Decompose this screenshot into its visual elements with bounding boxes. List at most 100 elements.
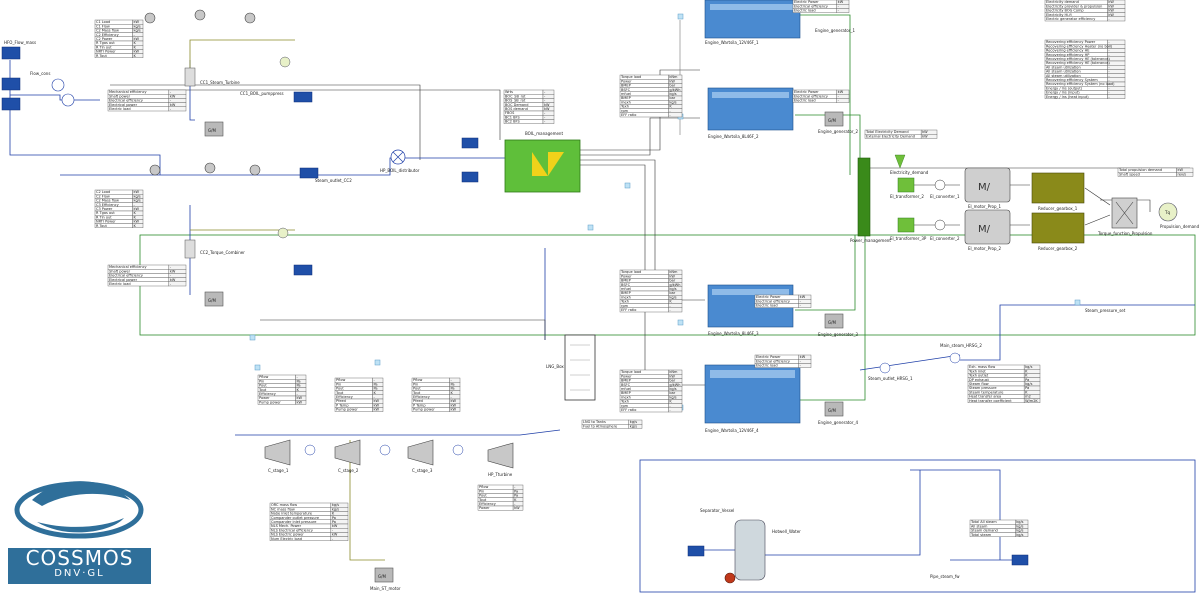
table-row-unit: bar — [669, 291, 675, 295]
sensor-3[interactable] — [677, 319, 684, 326]
sensor-5[interactable] — [624, 182, 631, 189]
engine-1[interactable]: Engine_Wartsila_12V46F_1 — [704, 0, 801, 45]
engine-4[interactable]: Engine_Wartsila_12V46F_4 — [704, 364, 801, 433]
sensor-6[interactable] — [587, 224, 594, 231]
gen-4-gm-icon[interactable] — [824, 401, 844, 417]
engine-3-head — [712, 289, 789, 295]
orc-cooler-2-icon[interactable] — [379, 444, 391, 456]
cc1-turbine-icon[interactable] — [279, 56, 291, 68]
hp-inlet-top[interactable] — [461, 137, 479, 149]
engine-2-label: Engine_Wartsila_8L46F_2 — [708, 134, 759, 139]
cc2-turbine-icon[interactable] — [277, 227, 289, 239]
burner-icon[interactable] — [724, 572, 736, 584]
table-row-unit: K — [133, 224, 136, 228]
elec-demand-icon[interactable] — [894, 154, 906, 169]
st-gm-icon[interactable] — [374, 567, 394, 583]
hp-distributor: HP_BOIL_distributor — [380, 137, 479, 183]
orc-main — [235, 429, 561, 436]
sensor-7[interactable] — [254, 364, 261, 371]
pipe-network — [9, 14, 1196, 593]
table-unit-cell — [168, 281, 187, 287]
converter-1-icon[interactable] — [934, 179, 946, 191]
table-row-unit: bar — [669, 391, 675, 395]
power-management-bus[interactable] — [857, 157, 871, 237]
propulsion-icon[interactable] — [1158, 202, 1178, 222]
sensor-10[interactable] — [1074, 299, 1081, 306]
feedwater-outlet[interactable] — [1011, 554, 1029, 566]
hfo-inlet-3[interactable] — [1, 97, 21, 111]
st-gm-text: G/M — [378, 574, 386, 579]
table-row-unit: kW — [1108, 9, 1114, 13]
cc1-boil-inlet[interactable] — [293, 91, 313, 103]
vessel-inlet[interactable] — [687, 545, 705, 557]
table-row-label: Texh — [620, 300, 629, 304]
boiler-management-box[interactable] — [504, 139, 581, 193]
table-row-label: Electric load — [756, 364, 778, 368]
cc2-shaft-icon[interactable] — [184, 239, 196, 259]
table-row-label: Total propulsion demand — [1118, 168, 1162, 172]
table-row-unit: - — [1108, 49, 1110, 53]
hrsg-link — [859, 354, 961, 371]
engine-2[interactable]: Engine_Wartsila_8L46F_2 — [707, 87, 794, 139]
separator-vessel-icon[interactable] — [734, 519, 766, 581]
cc1-gm-icon[interactable] — [204, 121, 224, 137]
propulsion-tq: Tq — [1164, 210, 1170, 215]
cc1-cooler-icon[interactable] — [194, 9, 206, 21]
table-row-label: Shaft power — [109, 269, 131, 273]
el-motor-2-icon[interactable] — [964, 209, 1011, 245]
cc1-stage2-icon[interactable] — [244, 12, 256, 24]
hfo-inlet-1[interactable] — [1, 46, 21, 60]
orc-stage-2-icon[interactable] — [334, 439, 361, 466]
converter-2-icon[interactable] — [934, 219, 946, 231]
table-unit-cell — [836, 8, 850, 13]
cc2-compressor-icon[interactable] — [149, 164, 161, 176]
gearbox-2-icon[interactable] — [1031, 212, 1085, 244]
gearbox-1-icon[interactable] — [1031, 172, 1085, 204]
gen-2-gm-icon[interactable] — [824, 111, 844, 127]
orc-cooler-1-icon[interactable] — [304, 444, 316, 456]
cc2-stage2-icon[interactable] — [249, 164, 261, 176]
sensor-1[interactable] — [677, 13, 684, 20]
table-unit-cell — [1107, 69, 1126, 74]
cc1-compressor-icon[interactable] — [144, 12, 156, 24]
orc-stage-1-icon[interactable] — [264, 439, 291, 466]
table-row-unit: kg/s — [1025, 365, 1032, 369]
transformer-2-icon[interactable] — [897, 217, 915, 233]
exhaust-icon[interactable] — [879, 362, 891, 374]
table-row-unit: - — [133, 33, 135, 37]
cc1-shaft-icon[interactable] — [184, 67, 196, 87]
cc2-boil-inlet[interactable] — [293, 264, 313, 276]
hp-inlet-bottom[interactable] — [461, 171, 479, 183]
cc2-cooler-icon[interactable] — [204, 162, 216, 174]
orc-stage-3-icon[interactable] — [407, 439, 434, 466]
trans-1-label: El_transformer_2 — [890, 194, 924, 199]
fw-pump-label: Pipe_steam_fw — [930, 574, 960, 579]
table-row-label: NLS Mech. Power — [271, 524, 302, 528]
table-row-unit: kW — [838, 0, 844, 4]
hx-box[interactable] — [564, 334, 596, 401]
boiler-management: BOIL_management — [504, 131, 581, 193]
table-row-unit: kW — [922, 134, 928, 138]
transformer-1-icon[interactable] — [897, 177, 915, 193]
sensor-8[interactable] — [374, 359, 381, 366]
hfo-inlet-2[interactable] — [1, 77, 21, 91]
table-row-label: P Temp — [336, 403, 349, 407]
vessel-label: Separator_Vessel — [700, 508, 734, 513]
power-mgmt-label: Power_management — [850, 238, 891, 243]
exh-2 — [580, 117, 700, 156]
hrsg-icon[interactable] — [949, 352, 961, 364]
table-row-label: All steam utilization — [1046, 70, 1081, 74]
sensor-9[interactable] — [249, 334, 256, 341]
el-motor-1-icon[interactable] — [964, 167, 1011, 203]
engine-3[interactable]: Engine_Wartsila_8L46F_3 — [707, 284, 794, 336]
table-row-label: Pfeed — [336, 399, 346, 403]
hfo-mixer-icon[interactable] — [51, 78, 65, 92]
table-row-label: Compander outlet pressure — [271, 516, 319, 520]
steam-out-inlet[interactable] — [299, 167, 319, 179]
hp-turbine-icon[interactable] — [487, 442, 514, 469]
hfo-valve-icon[interactable] — [61, 93, 75, 107]
gen-3-gm-icon[interactable] — [824, 313, 844, 329]
orc-cooler-3-icon[interactable] — [452, 444, 464, 456]
cc2-gm-icon[interactable] — [204, 291, 224, 307]
